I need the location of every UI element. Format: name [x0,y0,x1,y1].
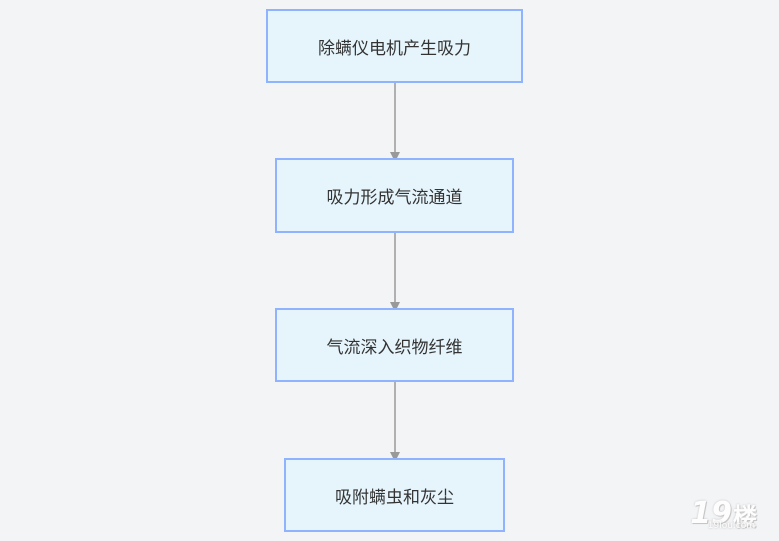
flow-node-label: 吸附螨虫和灰尘 [335,487,454,508]
watermark-char: 楼 [733,503,757,531]
flow-node-label: 吸力形成气流通道 [326,188,463,208]
flow-node-label: 气流深入织物纤维 [326,337,463,358]
flow-node-fabric-penetration: 气流深入织物纤维 [275,308,514,382]
flow-node-absorb-mites-dust: 吸附螨虫和灰尘 [284,458,505,532]
flow-node-motor-suction: 除螨仪电机产生吸力 [266,9,523,83]
site-watermark: 19 楼 19lou.com [690,496,757,532]
flow-node-label: 除螨仪电机产生吸力 [318,38,471,59]
watermark-site: 19lou.com [707,521,755,531]
watermark-number: 19 [690,496,732,531]
flow-node-airflow-channel: 吸力形成气流通道 [275,158,514,233]
